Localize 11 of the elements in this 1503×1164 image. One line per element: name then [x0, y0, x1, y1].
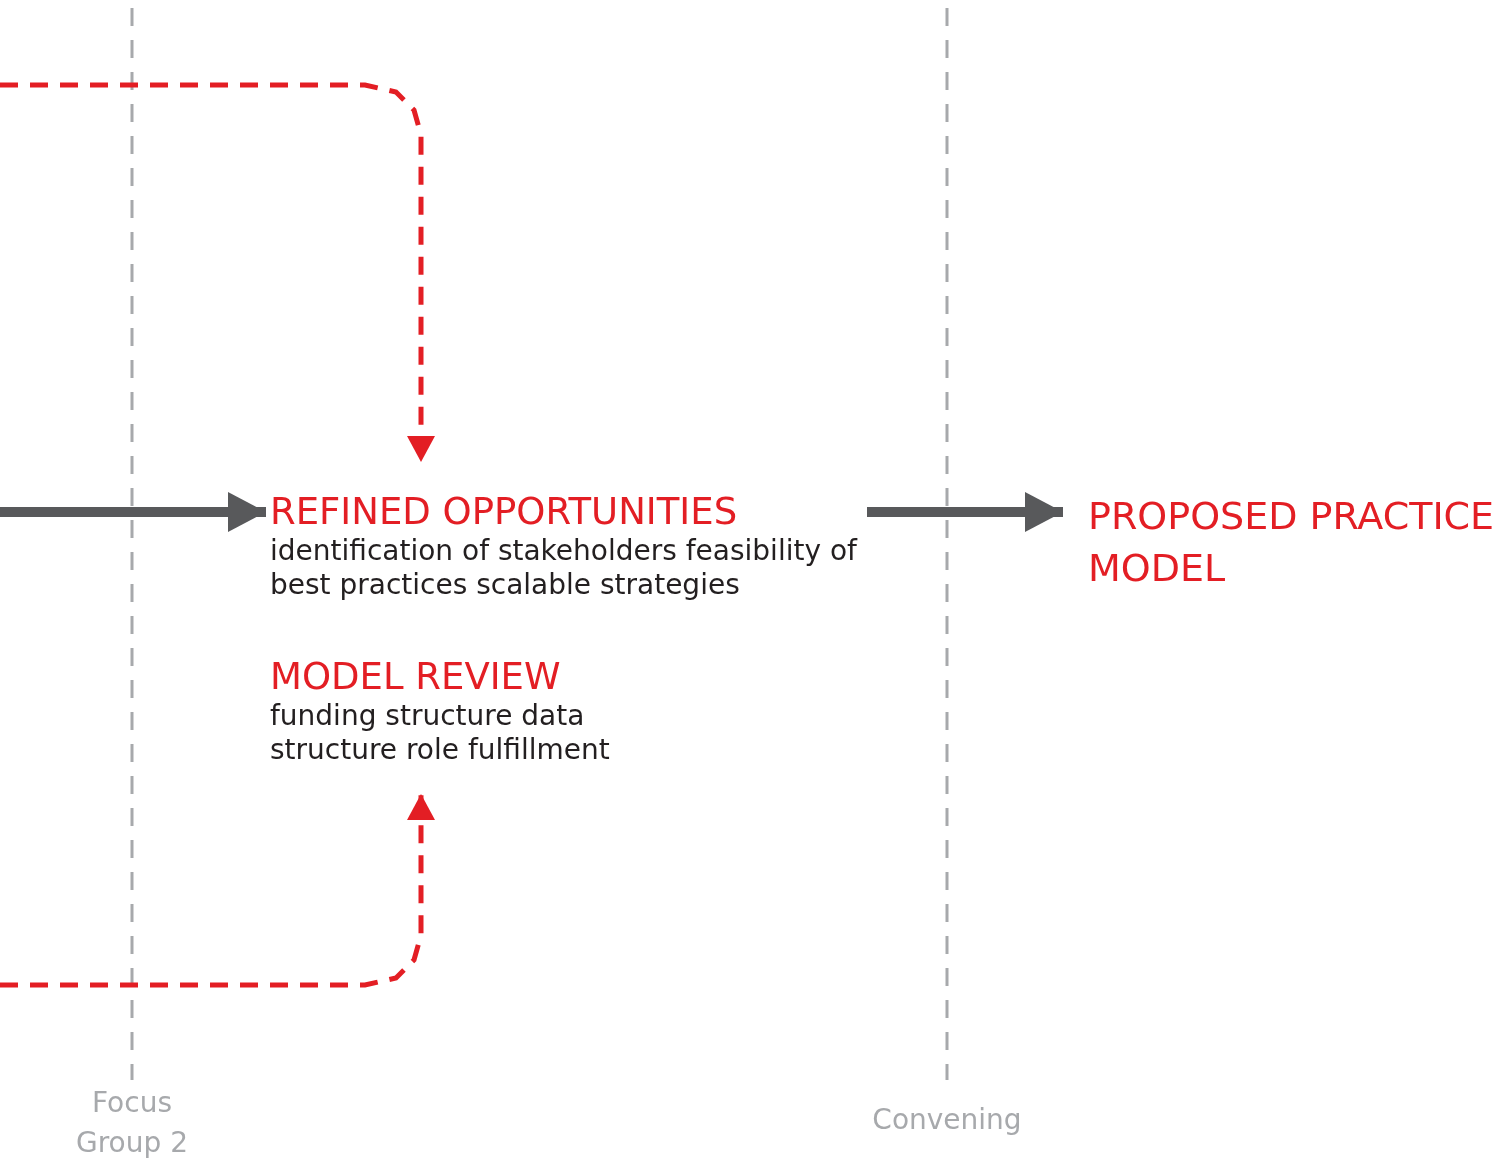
stage-heading: REFINED OPPORTUNITIES	[270, 490, 739, 534]
phase-label: Focus Group 2	[75, 1085, 189, 1161]
stage-heading: MODEL REVIEW	[270, 655, 562, 699]
stage-description: funding structure data structure role fulfillment	[270, 699, 611, 767]
arrow	[0, 492, 266, 532]
arrow	[0, 82, 435, 462]
arrow	[0, 794, 435, 988]
phase-label: Convening	[871, 1102, 1023, 1138]
arrow	[867, 492, 1063, 532]
stage-heading: PROPOSED PRACTICE MODEL	[1088, 493, 1496, 592]
stage-description: identification of stakeholders feasibility of best practices scalable strategies	[270, 534, 859, 602]
